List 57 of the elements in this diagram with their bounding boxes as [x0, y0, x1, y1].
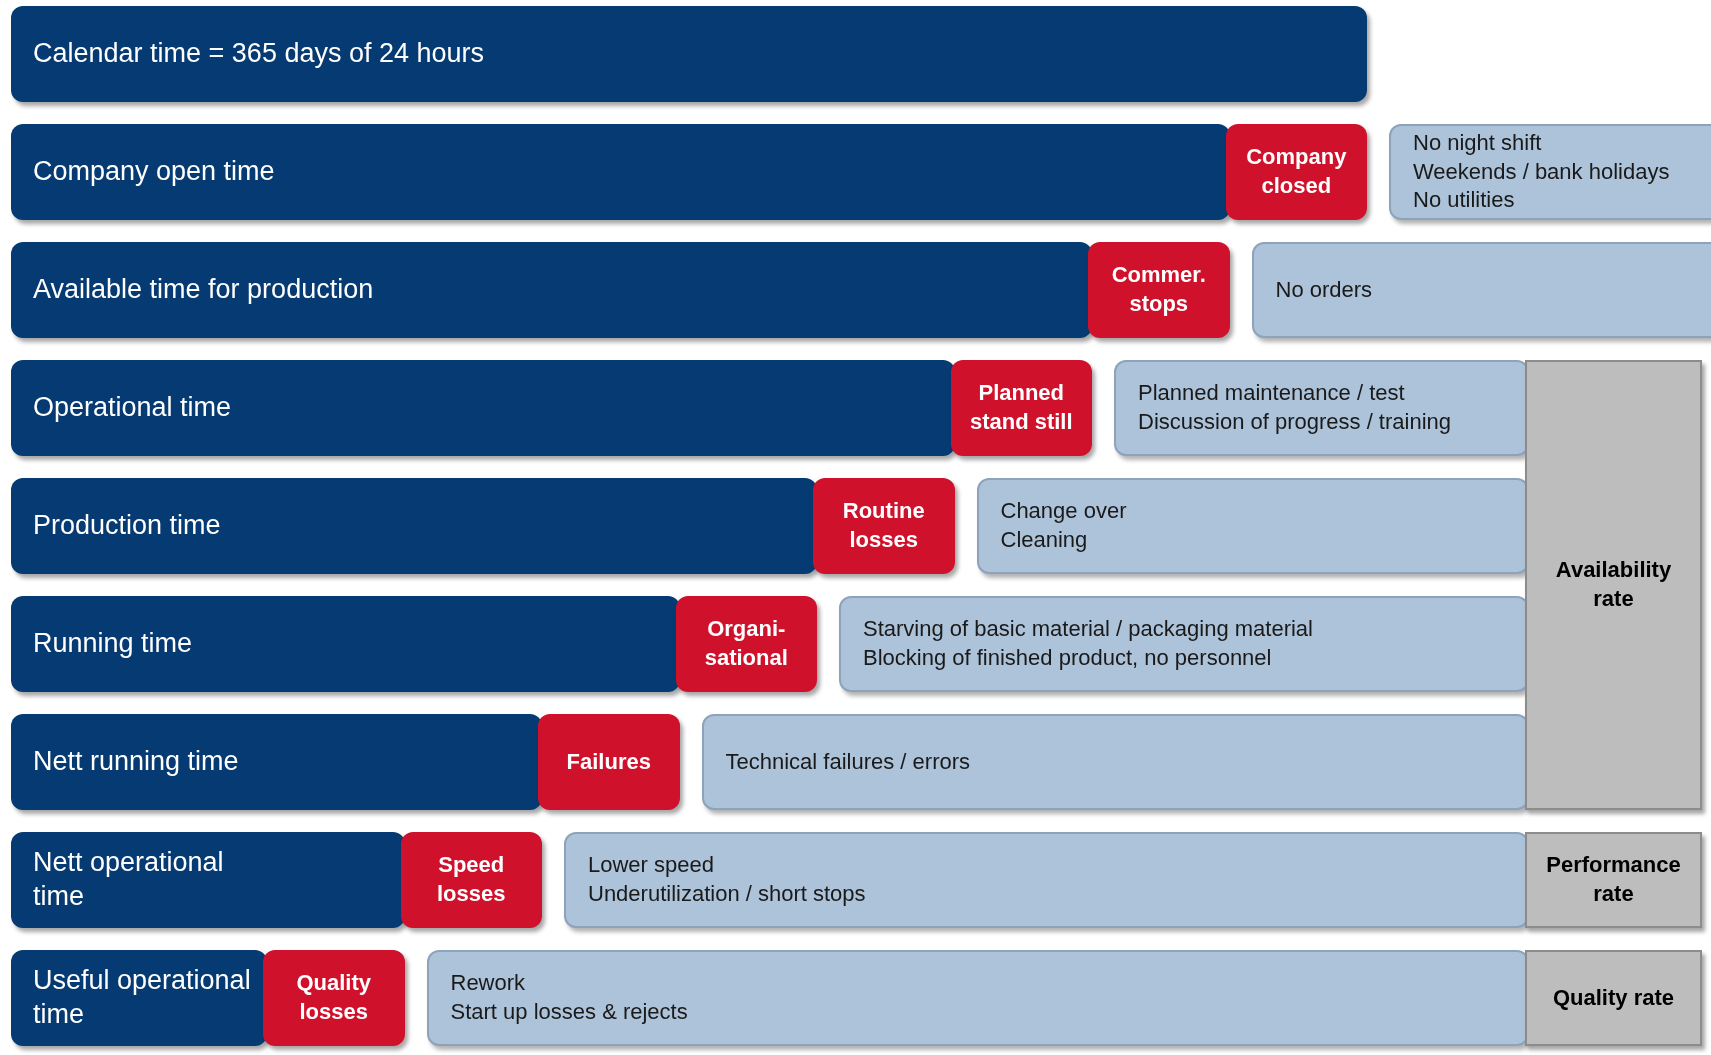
- loss-tag: [400, 832, 542, 928]
- box-text: Company open time: [33, 155, 276, 189]
- box-text: Performance rate: [1545, 851, 1682, 908]
- box-text: Speed losses: [436, 851, 507, 908]
- box-text: Organi-sational: [703, 615, 789, 672]
- time-bar: [11, 242, 1092, 338]
- box-text: Failures: [566, 747, 651, 776]
- time-bar: [11, 360, 955, 456]
- box-text: Start up losses & rejects: [450, 998, 689, 1026]
- loss-detail-box: [1389, 124, 1711, 220]
- rate-box: [1525, 950, 1702, 1046]
- box-text: Quality rate: [1552, 983, 1674, 1012]
- box-text: Available time for production: [33, 273, 375, 307]
- box-text: Technical failures / errors: [725, 747, 972, 776]
- time-bar: [11, 478, 817, 574]
- box-text: Calendar time = 365 days of 24 hours: [33, 37, 486, 71]
- box-text: Blocking of finished product, no personnel: [863, 644, 1273, 672]
- box-text: Rework: [450, 969, 527, 998]
- box-text: Discussion of progress / training: [1138, 408, 1453, 436]
- loss-tag: [675, 596, 817, 692]
- box-text: Routine losses: [841, 497, 926, 554]
- box-text: Cleaning: [1000, 526, 1089, 554]
- box-text: No utilities: [1413, 186, 1516, 215]
- box-text: Nett running time: [33, 745, 240, 779]
- loss-tag: [1225, 124, 1367, 220]
- box-text: Running time: [33, 627, 194, 661]
- box-text: Commer. stops: [1110, 261, 1207, 318]
- box-text: No night shift: [1413, 129, 1543, 158]
- box-text: Operational time: [33, 391, 233, 425]
- box-text: Underutilization / short stops: [588, 880, 867, 908]
- box-text: Nett operational time: [33, 846, 225, 913]
- rate-box: [1525, 360, 1702, 810]
- rate-box: [1525, 832, 1702, 928]
- time-bar: [11, 6, 1367, 102]
- box-text: Useful operational time: [33, 964, 252, 1031]
- loss-tag: [950, 360, 1092, 456]
- box-text: Planned maintenance / test: [1138, 379, 1406, 408]
- loss-tag: [1088, 242, 1230, 338]
- time-bar: [11, 714, 542, 810]
- box-text: Starving of basic material / packaging material: [863, 615, 1314, 644]
- loss-tag: [263, 950, 405, 1046]
- box-text: Weekends / bank holidays: [1413, 157, 1671, 186]
- time-bar: [11, 950, 267, 1046]
- loss-detail-box: [1251, 242, 1711, 338]
- box-text: Company closed: [1245, 143, 1348, 200]
- loss-tag: [538, 714, 680, 810]
- box-text: Change over: [1000, 497, 1128, 526]
- box-text: Quality losses: [295, 969, 373, 1026]
- box-text: Planned stand still: [968, 379, 1074, 436]
- box-text: Production time: [33, 509, 222, 543]
- box-text: Availability rate: [1554, 556, 1673, 613]
- time-bar: [11, 596, 680, 692]
- time-bar: [11, 124, 1230, 220]
- box-text: No orders: [1275, 275, 1374, 304]
- time-bar: [11, 832, 405, 928]
- box-text: Lower speed: [588, 851, 715, 880]
- loss-tag: [813, 478, 955, 574]
